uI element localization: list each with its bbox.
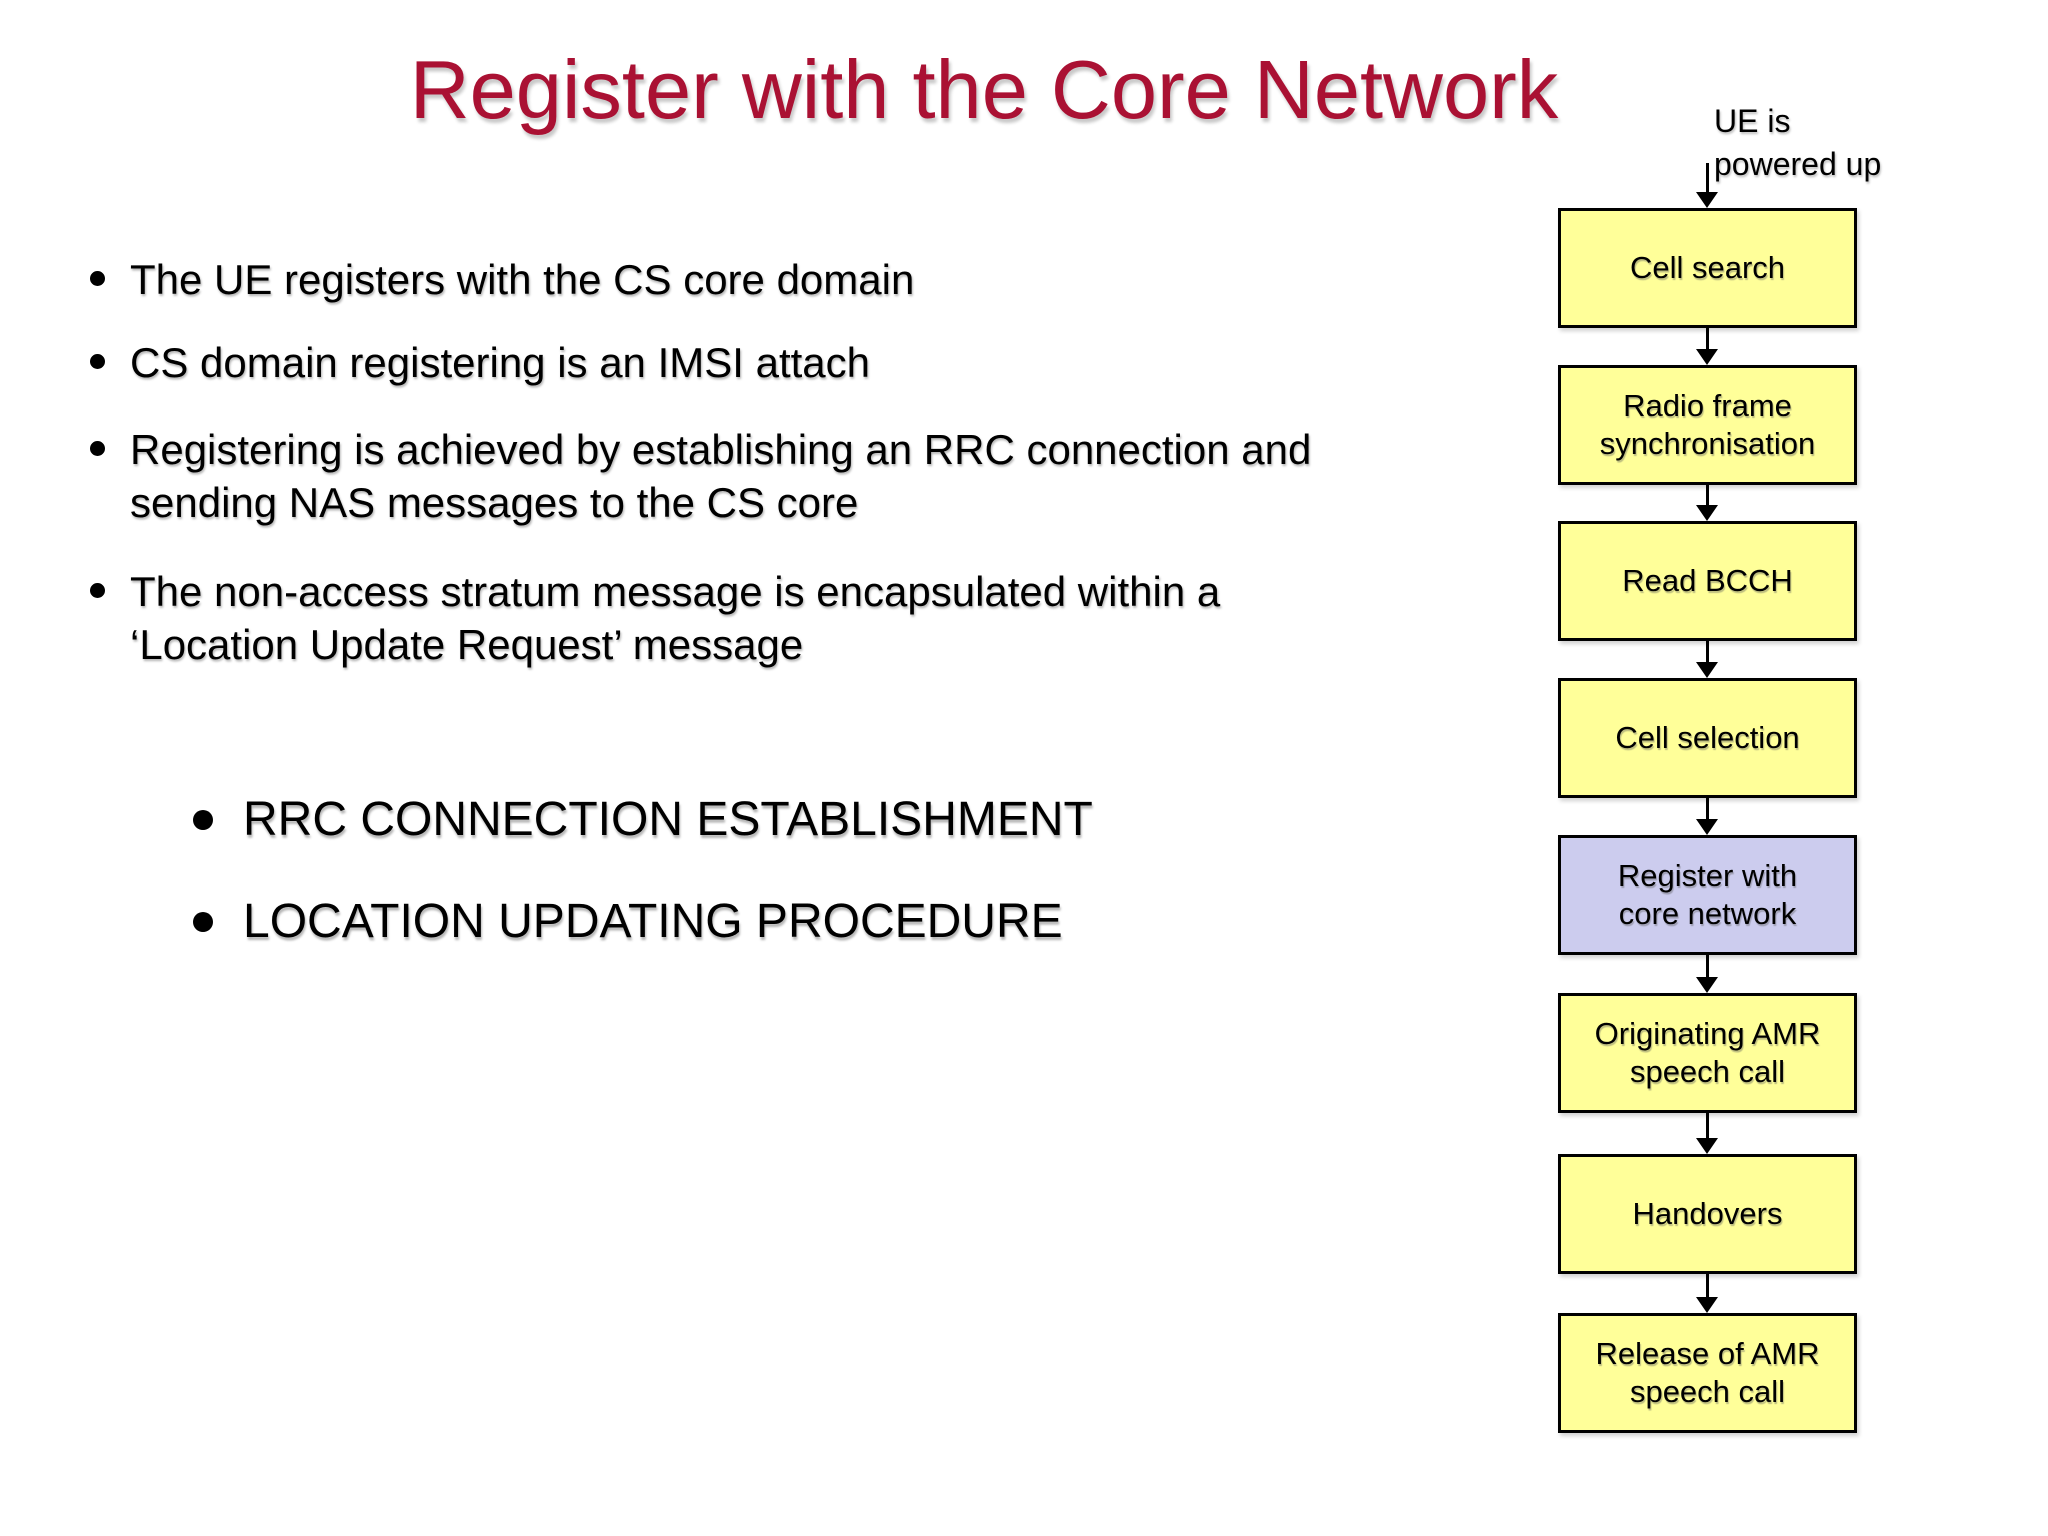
bullet-dot-icon xyxy=(193,810,213,830)
arrow-stem xyxy=(1706,485,1709,508)
arrow-head xyxy=(1696,662,1718,678)
flow-step-register-with-core-network: Register with core network xyxy=(1558,835,1857,955)
arrow-down-icon xyxy=(1692,328,1723,365)
bullet-dot-icon xyxy=(193,912,213,932)
arrow-head xyxy=(1696,505,1718,521)
arrow-down-icon xyxy=(1692,163,1723,208)
bullet-list: The UE registers with the CS core domain… xyxy=(90,253,1450,671)
arrow-stem xyxy=(1706,955,1709,980)
arrow-stem xyxy=(1706,1113,1709,1141)
arrow-stem xyxy=(1706,328,1709,352)
bullet-item: Registering is achieved by establishing … xyxy=(90,423,1450,529)
flowchart-start-label: UE is powered up xyxy=(1714,103,1882,182)
flow-step-originating-amr-speech-call: Originating AMR speech call xyxy=(1558,993,1857,1113)
flow-step-read-bcch: Read BCCH xyxy=(1558,521,1857,641)
bullet-dot-icon xyxy=(90,354,105,369)
emphasis-bullet-text: RRC CONNECTION ESTABLISHMENT xyxy=(243,793,1093,846)
arrow-head xyxy=(1696,1138,1718,1154)
arrow-down-icon xyxy=(1692,1274,1723,1313)
bullet-text: The UE registers with the CS core domain xyxy=(130,256,915,303)
bullet-item: The non-access stratum message is encaps… xyxy=(90,565,1450,671)
arrow-stem xyxy=(1706,163,1709,195)
flow-step-cell-selection: Cell selection xyxy=(1558,678,1857,798)
arrow-head xyxy=(1696,977,1718,993)
flow-step-radio-frame-synchronisation: Radio frame synchronisation xyxy=(1558,365,1857,485)
flow-step-handovers: Handovers xyxy=(1558,1154,1857,1274)
emphasis-bullet-list: RRC CONNECTION ESTABLISHMENT LOCATION UP… xyxy=(193,790,1393,994)
flow-step-release-of-amr-speech-call: Release of AMR speech call xyxy=(1558,1313,1857,1433)
emphasis-bullet-item: RRC CONNECTION ESTABLISHMENT xyxy=(193,790,1393,850)
arrow-head xyxy=(1696,192,1718,208)
bullet-text: The non-access stratum message is encaps… xyxy=(130,568,1221,668)
arrow-stem xyxy=(1706,641,1709,665)
bullet-item: The UE registers with the CS core domain xyxy=(90,253,1450,306)
bullet-text: CS domain registering is an IMSI attach xyxy=(130,339,871,386)
bullet-dot-icon xyxy=(90,583,105,598)
arrow-head xyxy=(1696,349,1718,365)
arrow-stem xyxy=(1706,1274,1709,1300)
bullet-dot-icon xyxy=(90,441,105,456)
arrow-down-icon xyxy=(1692,641,1723,678)
emphasis-bullet-item: LOCATION UPDATING PROCEDURE xyxy=(193,892,1393,952)
slide-title: Register with the Core Network xyxy=(409,43,1559,136)
flow-step-cell-search: Cell search xyxy=(1558,208,1857,328)
arrow-head xyxy=(1696,1297,1718,1313)
arrow-down-icon xyxy=(1692,798,1723,835)
bullet-dot-icon xyxy=(90,271,105,286)
arrow-stem xyxy=(1706,798,1709,822)
arrow-head xyxy=(1696,819,1718,835)
arrow-down-icon xyxy=(1692,485,1723,521)
arrow-down-icon xyxy=(1692,955,1723,993)
bullet-item: CS domain registering is an IMSI attach xyxy=(90,336,1450,389)
arrow-down-icon xyxy=(1692,1113,1723,1154)
bullet-text: Registering is achieved by establishing … xyxy=(130,426,1312,526)
emphasis-bullet-text: LOCATION UPDATING PROCEDURE xyxy=(243,895,1063,948)
